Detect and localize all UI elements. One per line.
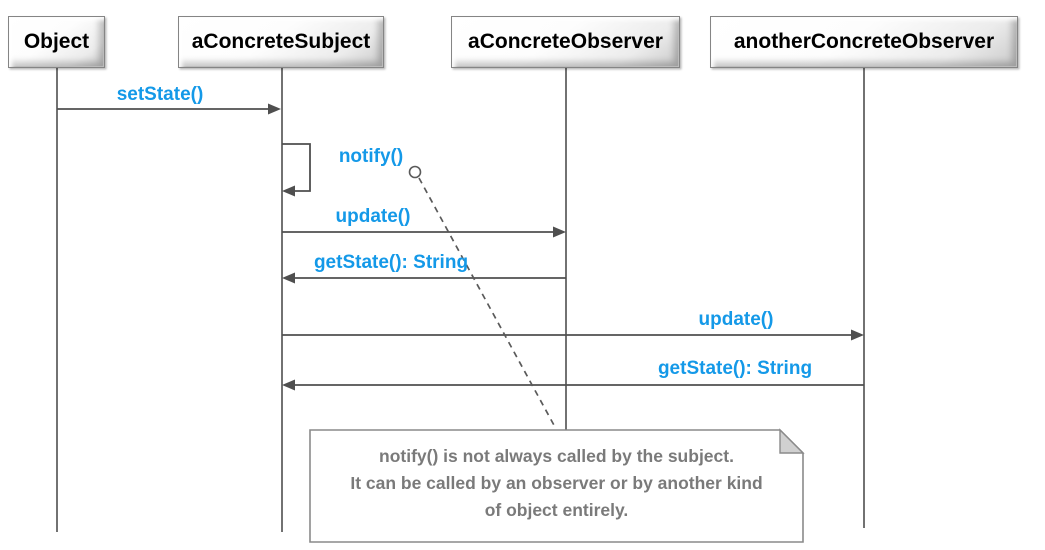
arrow-notify-self-loop (282, 143, 311, 192)
lifeline-head-another-concrete-observer: anotherConcreteObserver (710, 16, 1018, 68)
note-text-line-3: of object entirely. (484, 500, 629, 520)
arrowhead-set-state-icon (268, 103, 281, 115)
arrowhead-update-2-icon (851, 329, 864, 341)
message-label-notify: notify() (338, 146, 404, 167)
message-label-update-1: update() (335, 206, 411, 227)
lifeline-label-object: Object (23, 30, 90, 53)
lifeline-head-a-concrete-subject: aConcreteSubject (178, 16, 384, 68)
arrowhead-get-state-1-icon (282, 272, 295, 284)
note-text: notify() is not always called by the sub… (310, 443, 803, 524)
lifeline-label-another-concrete-observer: anotherConcreteObserver (733, 30, 995, 53)
lifeline-head-a-concrete-observer: aConcreteObserver (451, 16, 680, 68)
note-connector-dashed-line (418, 177, 556, 428)
message-label-get-state-2: getState(): String (657, 358, 813, 379)
note-text-line-2: It can be called by an observer or by an… (350, 473, 763, 493)
message-label-update-2: update() (698, 309, 774, 330)
message-label-get-state-1: getState(): String (313, 252, 469, 273)
arrowhead-notify-icon (282, 185, 295, 197)
lifeline-label-a-concrete-observer: aConcreteObserver (468, 30, 663, 53)
message-label-set-state: setState() (116, 84, 204, 105)
arrowhead-get-state-2-icon (282, 379, 295, 391)
note-fold-corner-icon (779, 428, 805, 454)
lifeline-head-object: Object (8, 16, 105, 68)
note-anchor-circle-icon (408, 165, 422, 179)
arrowhead-update-1-icon (553, 226, 566, 238)
note-shape (309, 429, 804, 543)
lifeline-label-a-concrete-subject: aConcreteSubject (191, 30, 371, 53)
note-text-line-1: notify() is not always called by the sub… (379, 446, 734, 466)
